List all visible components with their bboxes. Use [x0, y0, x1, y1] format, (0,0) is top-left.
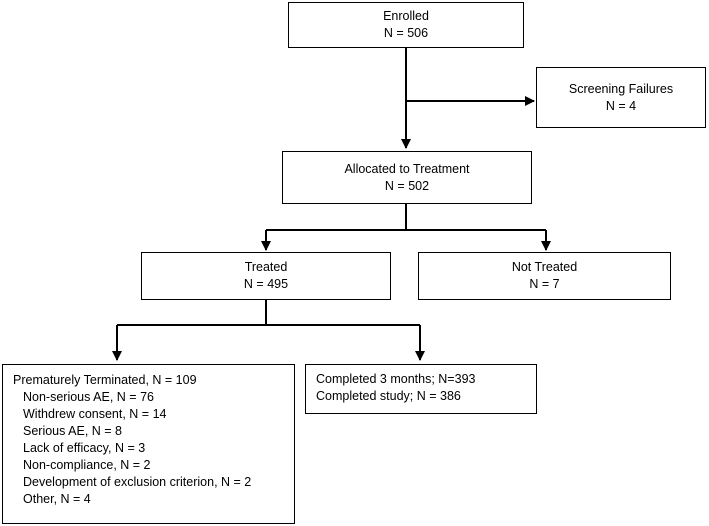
screening-failures-label: Screening Failures [568, 81, 674, 96]
terminated-reason: Withdrew consent, N = 14 [23, 407, 167, 421]
not-treated-label: Not Treated [511, 260, 578, 274]
enrolled-label: Enrolled [383, 9, 429, 23]
terminated-reason: Serious AE, N = 8 [23, 424, 123, 438]
completed-study: Completed study; N = 386 [316, 389, 461, 403]
terminated-reason: Development of exclusion criterion, N = … [23, 475, 252, 489]
enrolled-box: Enrolled N = 506 [288, 2, 524, 48]
terminated-reason: Non-compliance, N = 2 [23, 458, 151, 472]
treated-box: Treated N = 495 [141, 252, 391, 300]
not-treated-box: Not Treated N = 7 [418, 252, 671, 300]
not-treated-count: N = 7 [529, 277, 560, 291]
enrolled-count: N = 506 [383, 26, 429, 40]
treated-count: N = 495 [243, 277, 289, 291]
terminated-reason: Non-serious AE, N = 76 [23, 390, 154, 404]
treated-label: Treated [244, 260, 288, 274]
completed-box: Completed 3 months; N=393 Completed stud… [305, 364, 537, 414]
screening-failures-count: N = 4 [605, 98, 637, 113]
completed-3-months: Completed 3 months; N=393 [316, 372, 476, 386]
terminated-reason: Other, N = 4 [23, 492, 91, 506]
screening-failures-box: Screening Failures N = 4 [536, 67, 706, 128]
terminated-box: Prematurely Terminated, N = 109 Non-seri… [2, 364, 295, 524]
terminated-title: Prematurely Terminated, N = 109 [13, 373, 197, 387]
allocated-box: Allocated to Treatment N = 502 [282, 151, 532, 204]
terminated-reason: Lack of efficacy, N = 3 [23, 441, 146, 455]
allocated-count: N = 502 [384, 178, 430, 193]
allocated-label: Allocated to Treatment [344, 161, 470, 176]
